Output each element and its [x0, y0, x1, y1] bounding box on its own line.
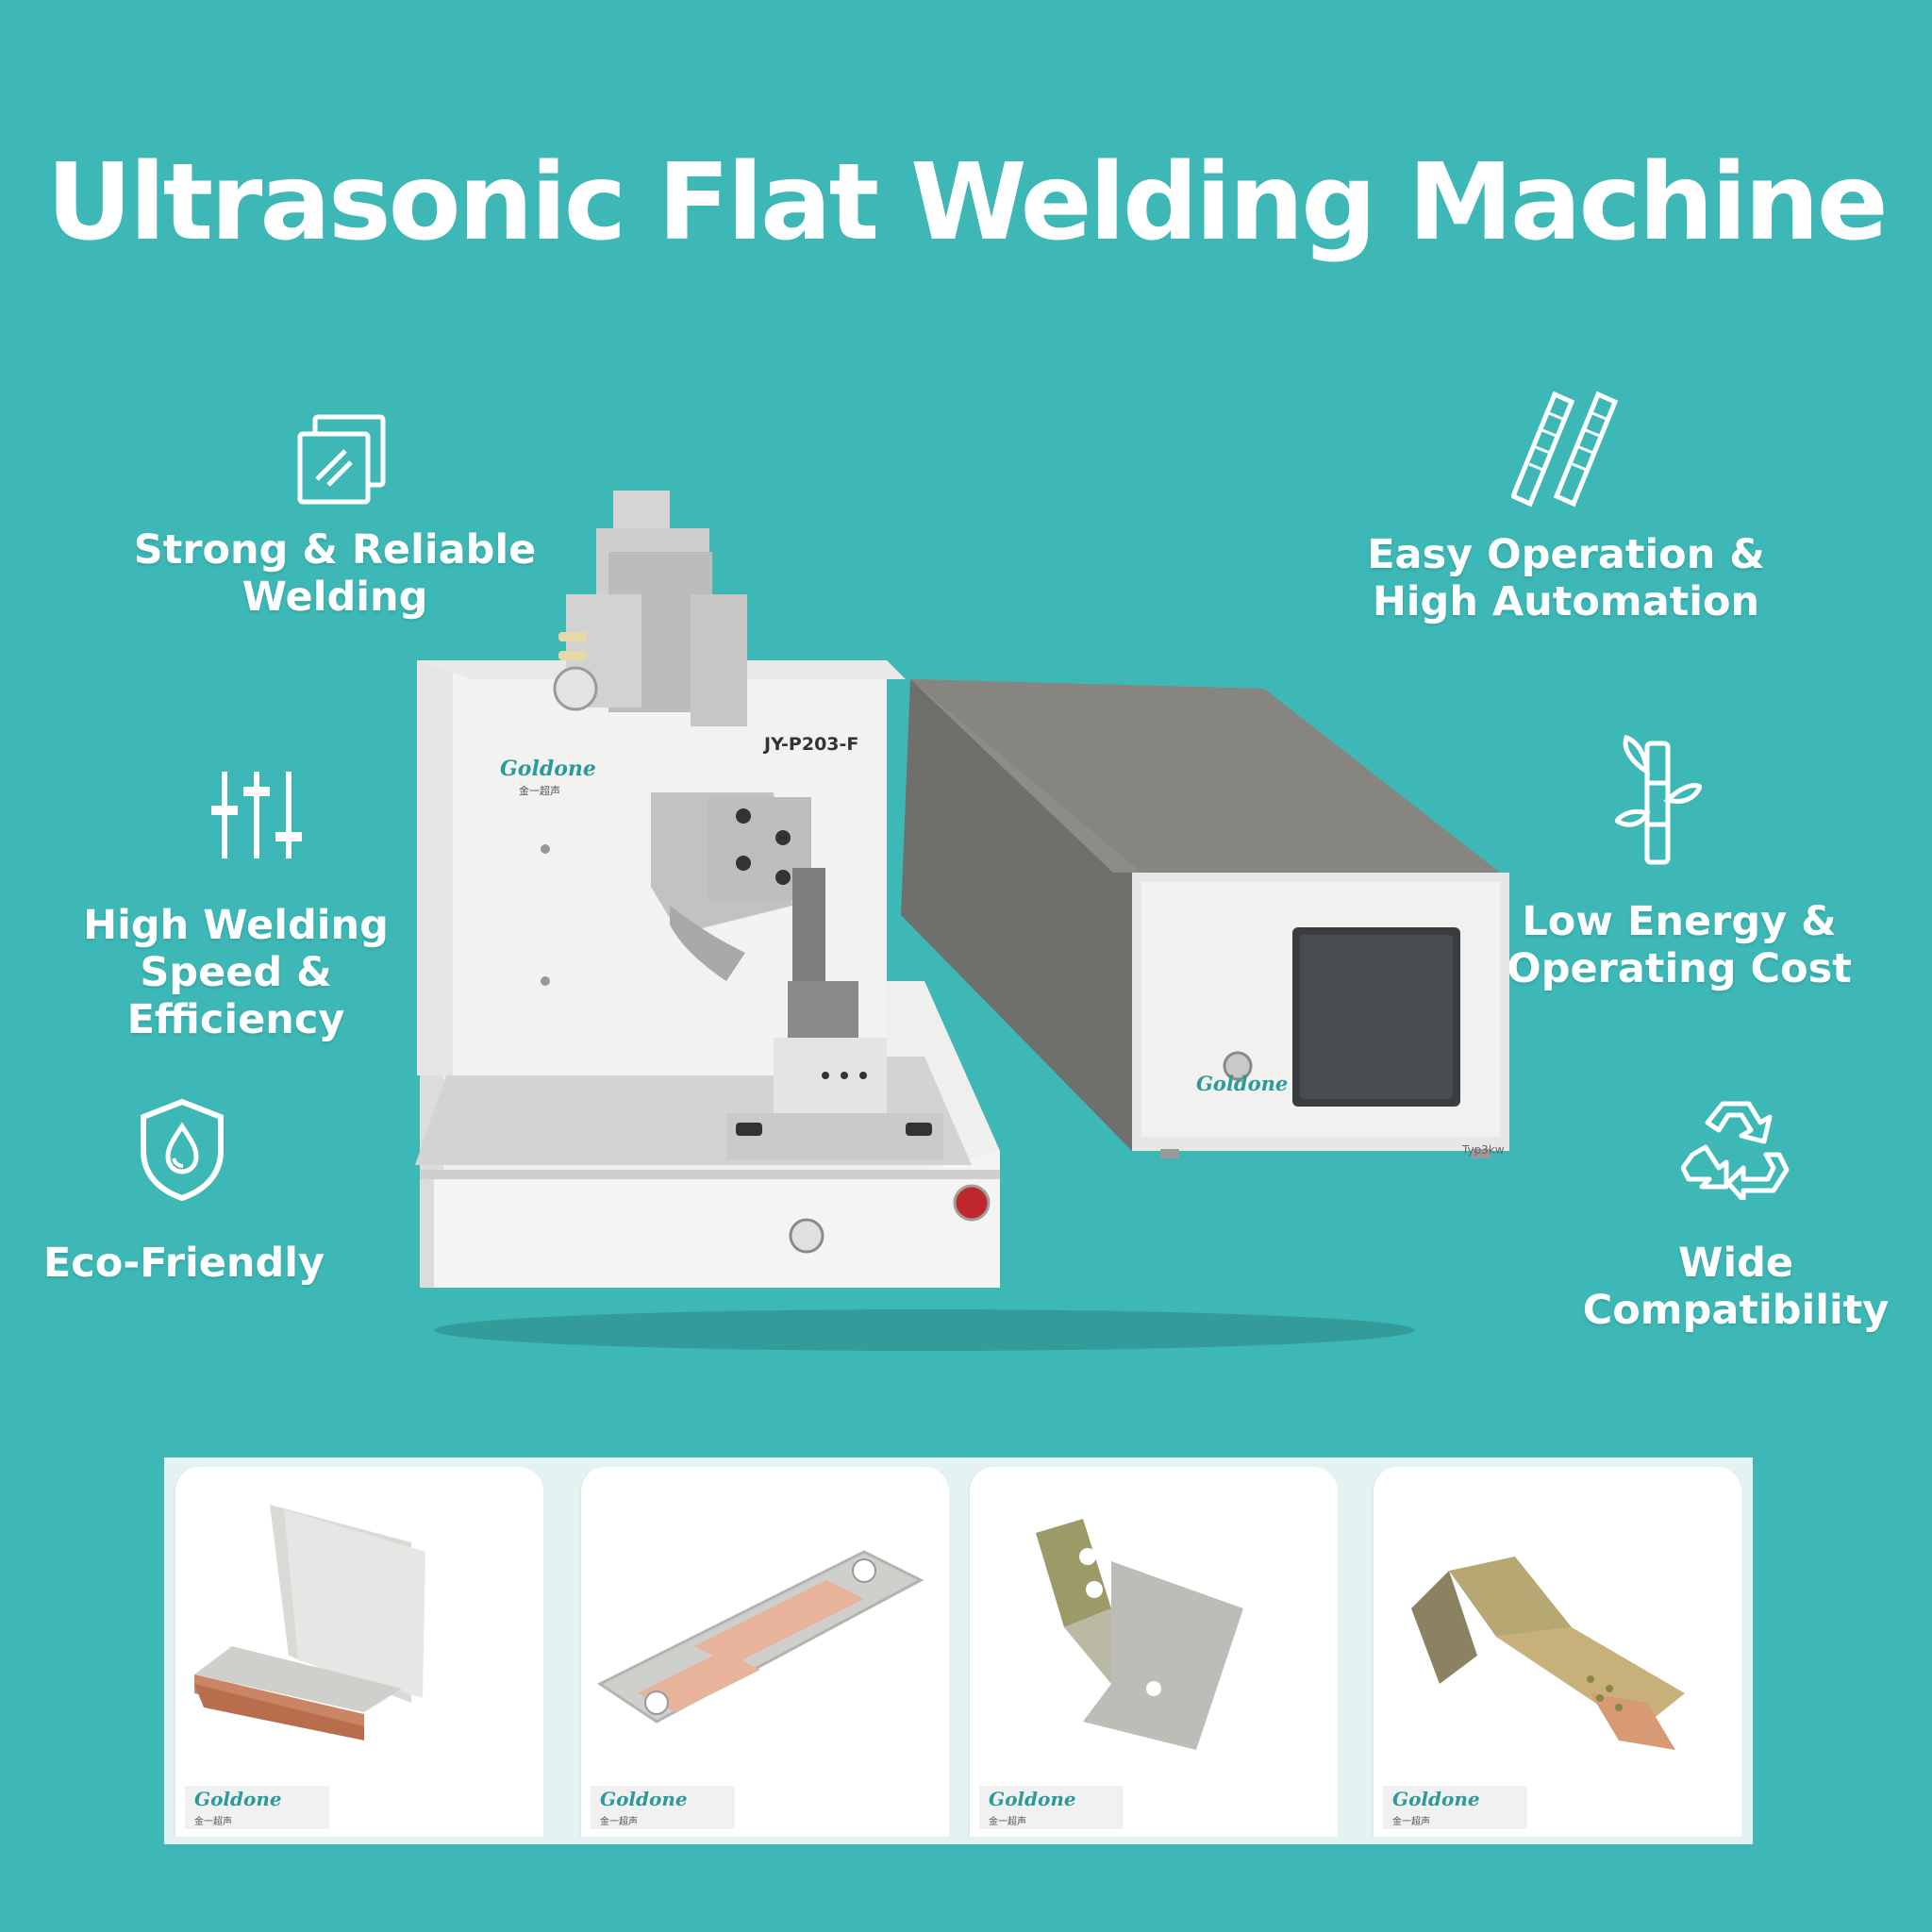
sample-logo: Goldone [979, 1786, 1124, 1829]
glass-layers-icon [297, 414, 386, 505]
feature-eco-friendly: Eco-Friendly [42, 1240, 325, 1287]
machine-model: JY-P203-F [762, 734, 858, 755]
ultrasonic-generator: Goldone Typ3kw [901, 679, 1509, 1158]
sliders-icon [211, 772, 302, 858]
sample-card-foil: Goldone 金一超声 [174, 1467, 543, 1837]
copper-bar-illustration [1411, 1557, 1685, 1750]
sample-logo: Goldone [591, 1786, 735, 1829]
generator-brand: Goldone [1196, 1072, 1288, 1095]
generator-label: Typ3kw [1461, 1143, 1505, 1157]
cables-icon [1511, 391, 1619, 508]
sample-card-copper-bar: Goldone 金一超声 [1372, 1467, 1741, 1837]
page-title: Ultrasonic Flat Welding Machine [46, 142, 1888, 264]
sample-card-busbar: Goldone 金一超声 [579, 1467, 949, 1837]
foil-stack-illustration [194, 1505, 425, 1740]
recycle-icon [1681, 1101, 1790, 1200]
sample-logo: Goldone [185, 1786, 329, 1829]
bracket-illustration [1036, 1519, 1243, 1750]
busbar-illustration [597, 1550, 924, 1724]
feature-welding-speed: High Welding Speed & Efficiency [83, 902, 389, 1043]
sample-logo-cn: 金一超声 [194, 1817, 232, 1827]
sample-logo-cn: 金一超声 [1392, 1817, 1430, 1827]
machine-brand-cn: 金一超声 [519, 784, 560, 797]
feature-easy-operation: Easy Operation & High Automation [1367, 531, 1765, 625]
feature-strong-welding: Strong & Reliable Welding [133, 526, 537, 621]
shield-drop-icon [141, 1098, 224, 1202]
sample-card-bracket: Goldone 金一超声 [968, 1467, 1338, 1837]
machine-brand: Goldone [500, 757, 596, 781]
feature-low-energy: Low Energy & Operating Cost [1507, 898, 1852, 992]
sample-logo-cn: 金一超声 [600, 1817, 638, 1827]
feature-wide-compatibility: Wide Compatibility [1582, 1240, 1890, 1334]
welding-machine-illustration: Goldone Typ3kw JY-P203-F Goldone 金一超声 [415, 491, 1509, 1351]
sample-logo-cn: 金一超声 [989, 1817, 1026, 1827]
sample-logo: Goldone [1383, 1786, 1527, 1829]
bamboo-icon [1615, 734, 1702, 865]
